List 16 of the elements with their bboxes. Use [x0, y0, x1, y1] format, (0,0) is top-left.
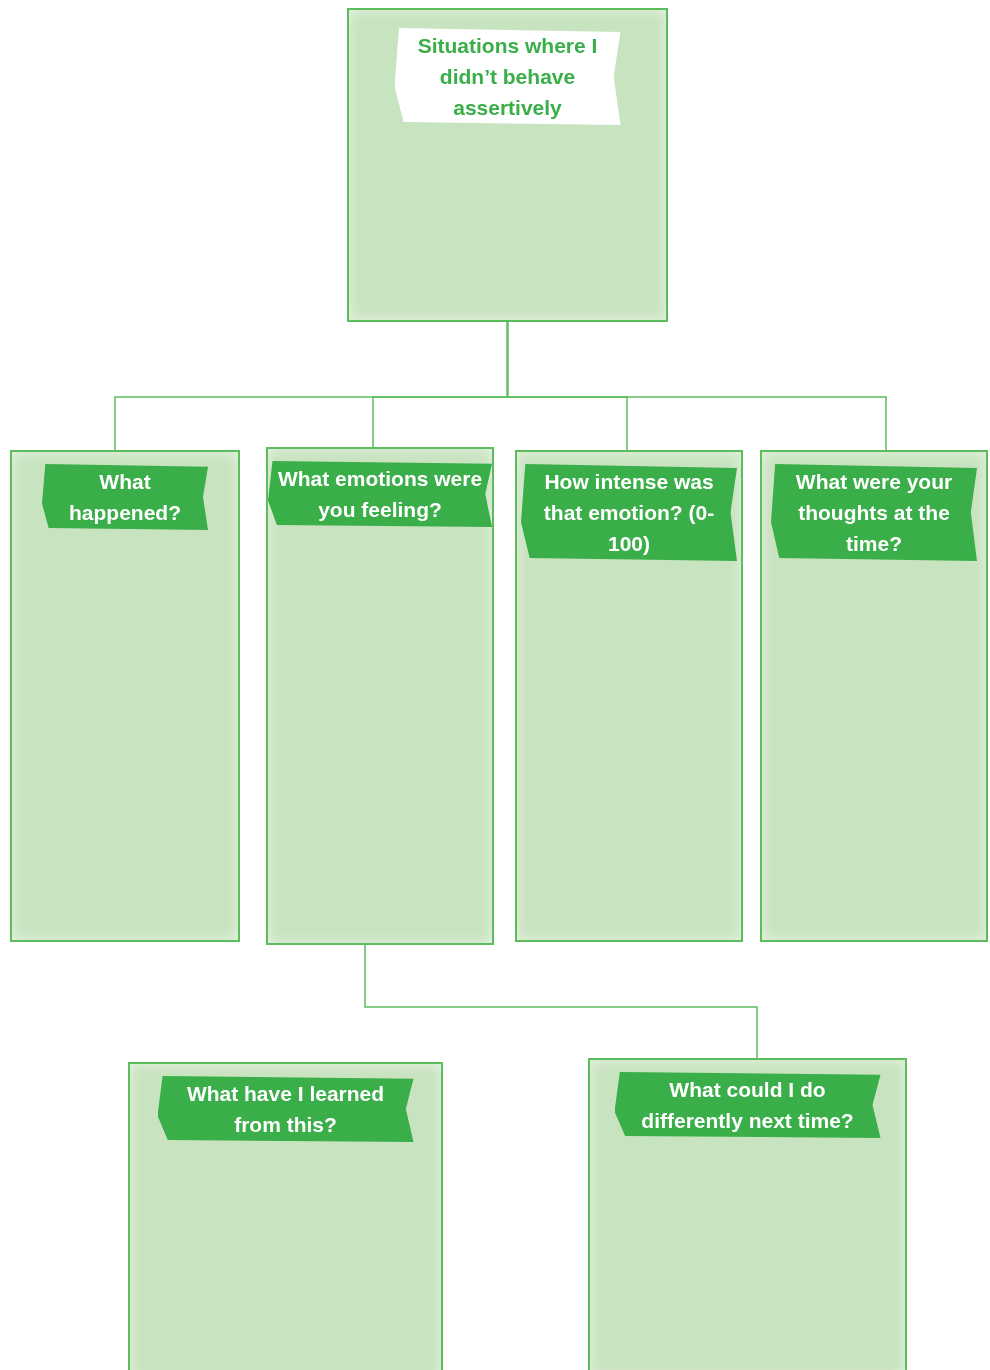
writing-box [588, 1058, 907, 1370]
heading-banner: What were your thoughts at the time? [771, 464, 977, 561]
writing-box [760, 450, 988, 942]
connector-line [364, 944, 758, 1059]
heading-banner: What emotions were you feeling? [268, 461, 492, 527]
writing-box [347, 8, 668, 322]
writing-box [515, 450, 743, 942]
connector-line [506, 321, 887, 451]
heading-banner: What happened? [42, 464, 208, 530]
heading-banner: What have I learned from this? [157, 1076, 414, 1142]
writing-box [128, 1062, 443, 1370]
heading-banner: What could I do differently next time? [614, 1072, 881, 1138]
heading-banner: How intense was that emotion? (0-100) [521, 464, 737, 561]
writing-box [266, 447, 494, 945]
heading-banner: Situations where I didn’t behave assertively [394, 28, 621, 125]
writing-box [10, 450, 240, 942]
